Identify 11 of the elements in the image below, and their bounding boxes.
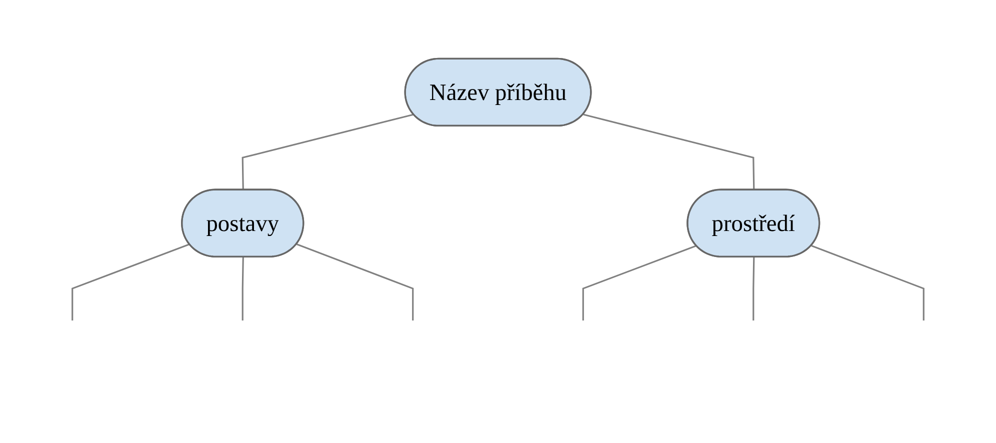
- ellipse-node: postavy: [181, 188, 304, 258]
- ellipse-node: prostředí: [686, 188, 820, 258]
- connector-line: [811, 245, 924, 320]
- connector-line: [242, 114, 414, 190]
- ellipse-node: Název příběhu: [404, 58, 592, 127]
- connector-line: [752, 257, 755, 320]
- connector-line: [583, 114, 755, 190]
- connector-line: [582, 245, 697, 320]
- connector-line: [296, 244, 414, 320]
- connector-line: [242, 257, 244, 320]
- connector-line: [72, 244, 190, 320]
